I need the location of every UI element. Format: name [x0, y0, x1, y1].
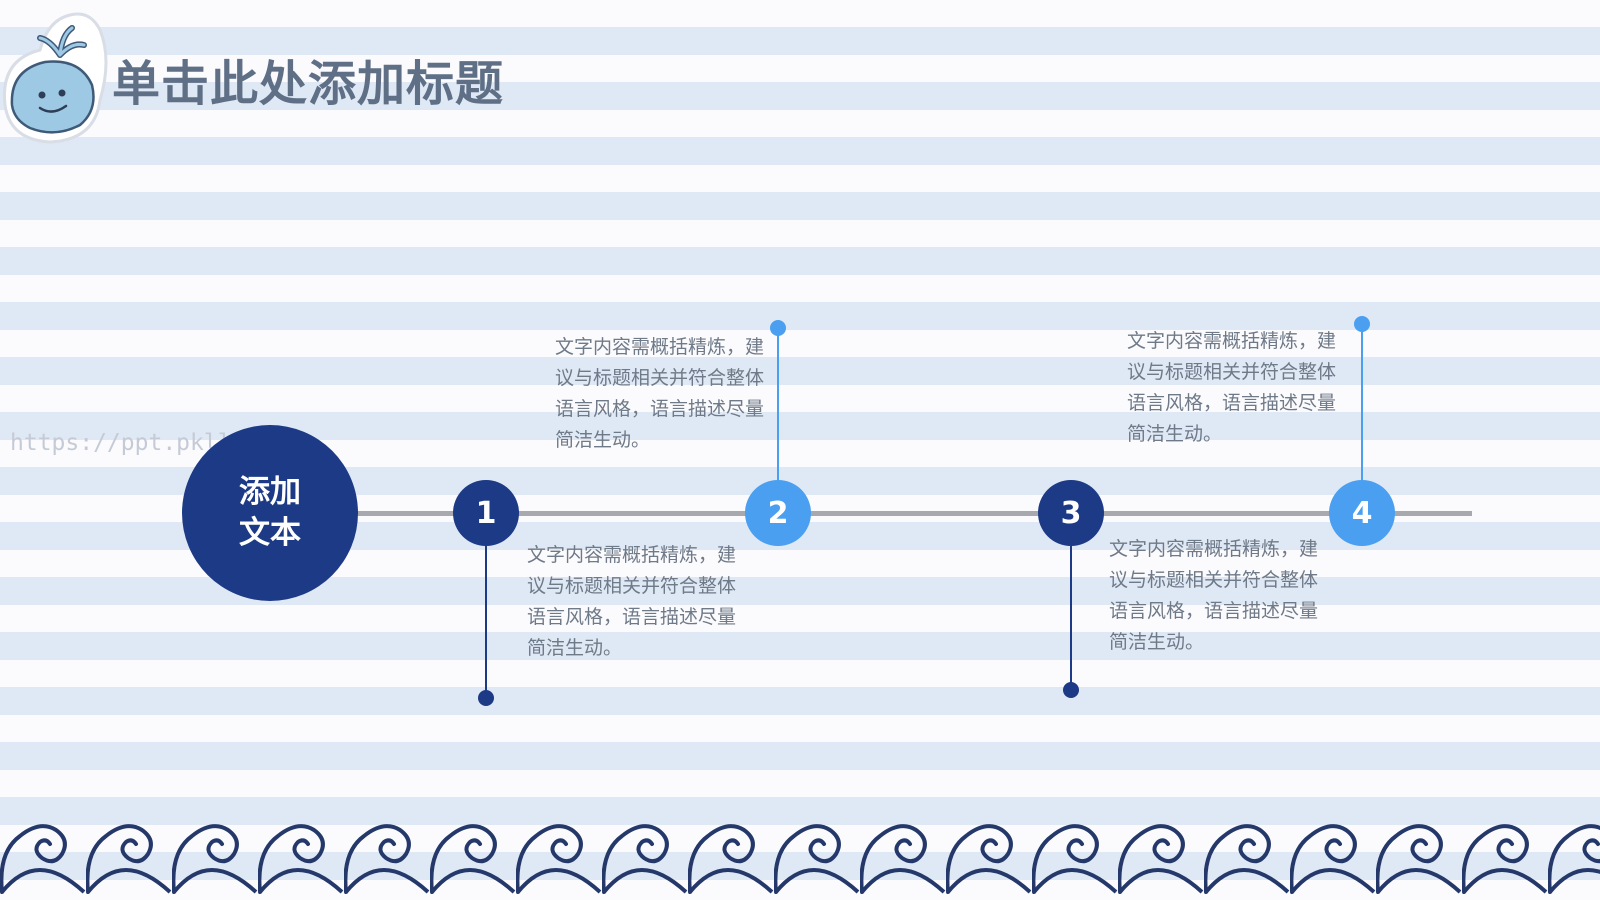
step-2-end-dot: [770, 320, 786, 336]
step-3-connector: [1070, 545, 1072, 693]
step-4-connector: [1361, 326, 1363, 482]
main-circle[interactable]: 添加 文本: [182, 425, 358, 601]
step-1-node[interactable]: 1: [453, 480, 519, 546]
step-2-text[interactable]: 文字内容需概括精炼，建议与标题相关并符合整体语言风格，语言描述尽量简洁生动。: [555, 336, 765, 451]
step-2-node[interactable]: 2: [745, 480, 811, 546]
step-4-end-dot: [1354, 316, 1370, 332]
step-3-node[interactable]: 3: [1038, 480, 1104, 546]
timeline-line: [352, 511, 1472, 516]
step-3-text[interactable]: 文字内容需概括精炼，建议与标题相关并符合整体语言风格，语言描述尽量简洁生动。: [1109, 538, 1319, 653]
step-2-connector: [777, 330, 779, 482]
step-1-connector: [485, 545, 487, 700]
slide-title[interactable]: 单击此处添加标题: [112, 56, 505, 112]
step-4-node[interactable]: 4: [1329, 480, 1395, 546]
main-circle-line-2: 文本: [239, 515, 301, 551]
main-circle-line-1: 添加: [239, 474, 301, 510]
wave-icon: [0, 792, 1600, 900]
step-1-end-dot: [478, 690, 494, 706]
step-3-end-dot: [1063, 682, 1079, 698]
whale-icon: [2, 12, 108, 144]
step-1-text[interactable]: 文字内容需概括精炼，建议与标题相关并符合整体语言风格，语言描述尽量简洁生动。: [527, 544, 737, 659]
step-4-text[interactable]: 文字内容需概括精炼，建议与标题相关并符合整体语言风格，语言描述尽量简洁生动。: [1127, 330, 1337, 445]
